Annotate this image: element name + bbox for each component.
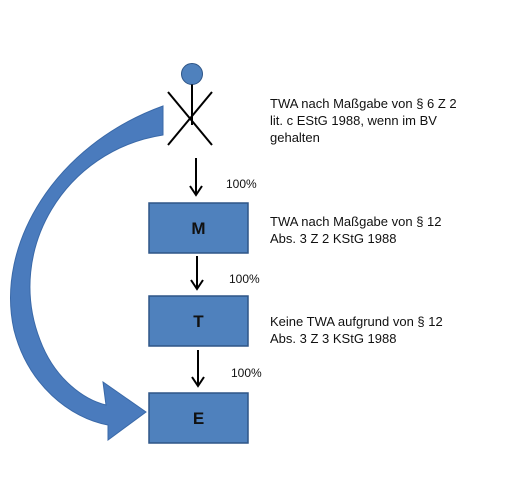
- note-line: Keine TWA aufgrund von § 12: [270, 314, 443, 329]
- m-note: TWA nach Maßgabe von § 12 Abs. 3 Z 2 KSt…: [270, 213, 442, 247]
- note-line: Abs. 3 Z 2 KStG 1988: [270, 231, 397, 246]
- node-box-m: M: [148, 202, 249, 254]
- person-cross-line: [167, 91, 213, 146]
- share-label: 100%: [231, 366, 262, 380]
- crossed-person-icon: [167, 63, 213, 146]
- node-box-e: E: [148, 392, 249, 444]
- node-box-t: T: [148, 295, 249, 347]
- note-line: lit. c EStG 1988, wenn im BV: [270, 113, 437, 128]
- person-note: TWA nach Maßgabe von § 6 Z 2 lit. c EStG…: [270, 95, 457, 146]
- share-label: 100%: [226, 177, 257, 191]
- person-head: [181, 63, 203, 85]
- note-line: gehalten: [270, 130, 320, 145]
- down-arrow-icon: [190, 256, 204, 291]
- note-line: TWA nach Maßgabe von § 6 Z 2: [270, 96, 457, 111]
- note-line: TWA nach Maßgabe von § 12: [270, 214, 442, 229]
- t-note: Keine TWA aufgrund von § 12 Abs. 3 Z 3 K…: [270, 313, 443, 347]
- down-arrow-icon: [189, 158, 203, 197]
- note-line: Abs. 3 Z 3 KStG 1988: [270, 331, 397, 346]
- down-arrow-icon: [191, 350, 205, 388]
- node-label: M: [191, 219, 205, 238]
- share-label: 100%: [229, 272, 260, 286]
- curved-arrow-icon: [10, 105, 164, 441]
- node-label: E: [193, 409, 204, 428]
- node-label: T: [193, 312, 204, 331]
